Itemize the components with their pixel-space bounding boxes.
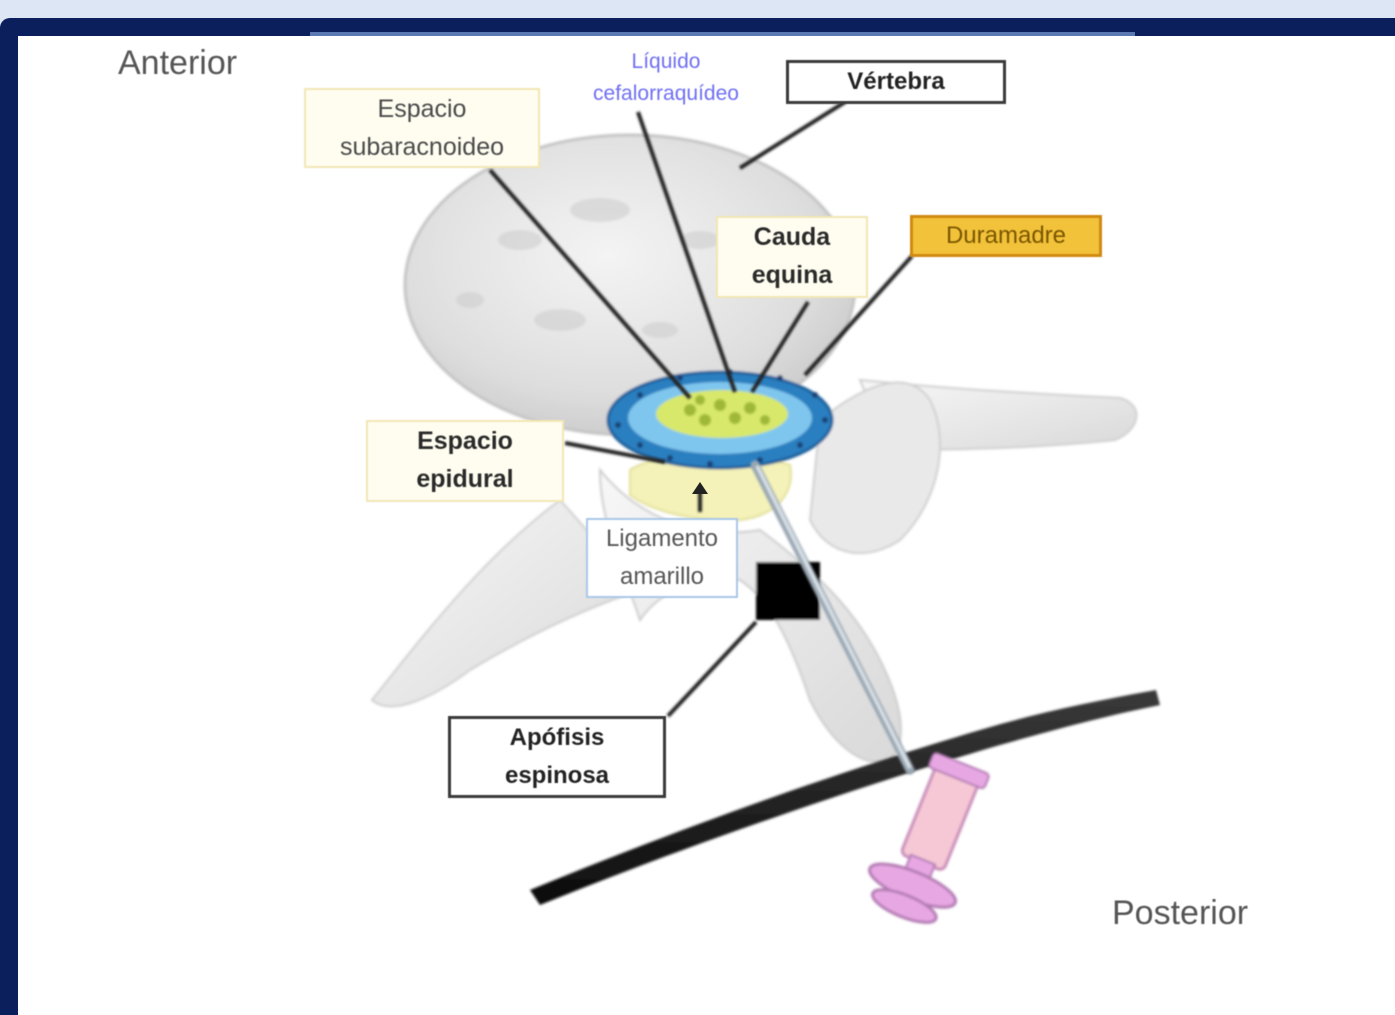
- top-divider: [310, 32, 1135, 36]
- anterior-label: Anterior: [118, 44, 237, 83]
- label-liquido-cefalorraquideo: Líquido cefalorraquídeo: [560, 46, 772, 112]
- pointer-apofisis: [668, 622, 756, 716]
- label-ligamento-amarillo: Ligamento amarillo: [586, 518, 738, 598]
- label-vertebra: Vértebra: [786, 60, 1006, 104]
- label-cauda-equina: Cauda equina: [716, 216, 868, 298]
- posterior-label: Posterior: [1112, 894, 1248, 933]
- label-duramadre: Duramadre: [910, 215, 1102, 257]
- cauda-equina-bundle: [656, 390, 788, 438]
- label-espacio-epidural: Espacio epidural: [366, 420, 564, 502]
- label-espacio-subaracnoideo: Espacio subaracnoideo: [304, 88, 540, 168]
- label-apofisis-espinosa: Apófisis espinosa: [448, 716, 666, 798]
